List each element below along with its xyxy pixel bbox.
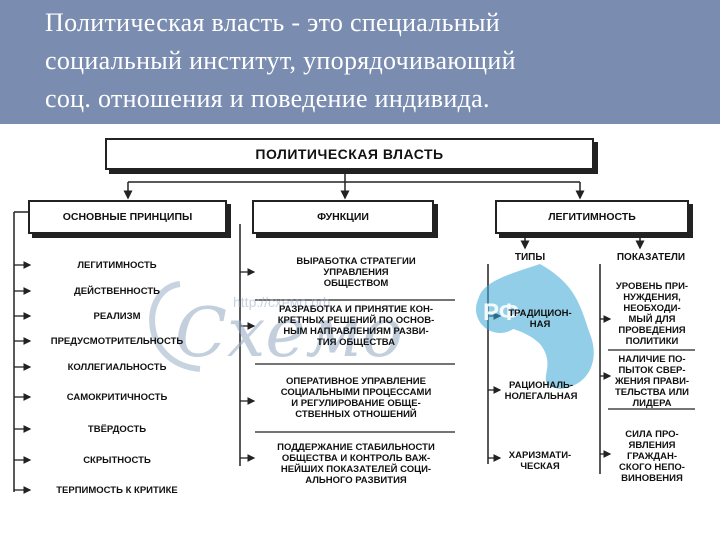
principles-heading: ОСНОВНЫЕ ПРИНЦИПЫ: [62, 211, 193, 223]
principle-item: ДЕЙСТВЕННОСТЬ: [74, 286, 160, 297]
watermark-suffix: РФ: [483, 299, 520, 326]
diagram-title: ПОЛИТИЧЕСКАЯ ВЛАСТЬ: [255, 146, 444, 162]
principle-item: РЕАЛИЗМ: [93, 311, 141, 322]
indicator-item: НАЛИЧИЕ ПО- ПЫТОК СВЕР- ЖЕНИЯ ПРАВИ- ТЕЛ…: [614, 354, 690, 409]
header-line-3: соц. отношения и поведение индивида.: [45, 84, 490, 113]
principle-item: ЛЕГИТИМНОСТЬ: [77, 260, 157, 271]
functions-heading: ФУНКЦИИ: [317, 211, 369, 223]
principle-item: САМОКРИТИЧНОСТЬ: [66, 392, 168, 403]
function-item: ПОДДЕРЖАНИЕ СТАБИЛЬНОСТИ ОБЩЕСТВА И КОНТ…: [277, 442, 435, 486]
slide-header: Политическая власть - это специальный со…: [0, 0, 720, 124]
watermark-brand: Схемо: [175, 294, 403, 373]
principle-item: СКРЫТНОСТЬ: [83, 455, 151, 466]
principle-item: ТЕРПИМОСТЬ К КРИТИКЕ: [56, 485, 178, 496]
type-item: ТРАДИЦИОН- НАЯ: [508, 308, 572, 330]
principles-heading-box: ОСНОВНЫЕ ПРИНЦИПЫ: [28, 200, 227, 234]
watermark-url: http://схемо.рф: [233, 294, 331, 310]
types-heading: ТИПЫ: [514, 252, 546, 263]
function-item: ОПЕРАТИВНОЕ УПРАВЛЕНИЕ СОЦИАЛЬНЫМИ ПРОЦЕ…: [280, 376, 432, 420]
indicator-item: УРОВЕНЬ ПРИ- НУЖДЕНИЯ, НЕОБХОДИ- МЫЙ ДЛЯ…: [615, 281, 689, 347]
legitimacy-heading: ЛЕГИТИМНОСТЬ: [548, 211, 636, 223]
title-box: ПОЛИТИЧЕСКАЯ ВЛАСТЬ: [105, 138, 594, 170]
type-item: РАЦИОНАЛЬ- НОЛЕГАЛЬНАЯ: [504, 380, 578, 402]
function-item: РАЗРАБОТКА И ПРИНЯТИЕ КОН- КРЕТНЫХ РЕШЕН…: [277, 304, 435, 348]
principle-item: КОЛЛЕГИАЛЬНОСТЬ: [67, 362, 167, 373]
header-line-1: Политическая власть - это специальный: [45, 8, 501, 37]
diagram-area: Схемо РФ http://схемо.рф ПОЛИТИЧЕСКАЯ ВЛ…: [0, 124, 720, 540]
legitimacy-heading-box: ЛЕГИТИМНОСТЬ: [495, 200, 689, 234]
indicator-item: СИЛА ПРО- ЯВЛЕНИЯ ГРАЖДАН- СКОГО НЕПО- В…: [619, 429, 685, 484]
principle-item: ТВЁРДОСТЬ: [87, 424, 147, 435]
function-item: ВЫРАБОТКА СТРАТЕГИИ УПРАВЛЕНИЯ ОБЩЕСТВОМ: [296, 256, 416, 289]
watermark-graphic: [149, 264, 594, 389]
type-item: ХАРИЗМАТИ- ЧЕСКАЯ: [508, 450, 572, 472]
header-line-2: социальный институт, упорядочивающий: [45, 46, 516, 75]
indicators-heading: ПОКАЗАТЕЛИ: [616, 252, 686, 263]
functions-heading-box: ФУНКЦИИ: [252, 200, 434, 234]
principle-item: ПРЕДУСМОТРИТЕЛЬНОСТЬ: [50, 336, 184, 347]
